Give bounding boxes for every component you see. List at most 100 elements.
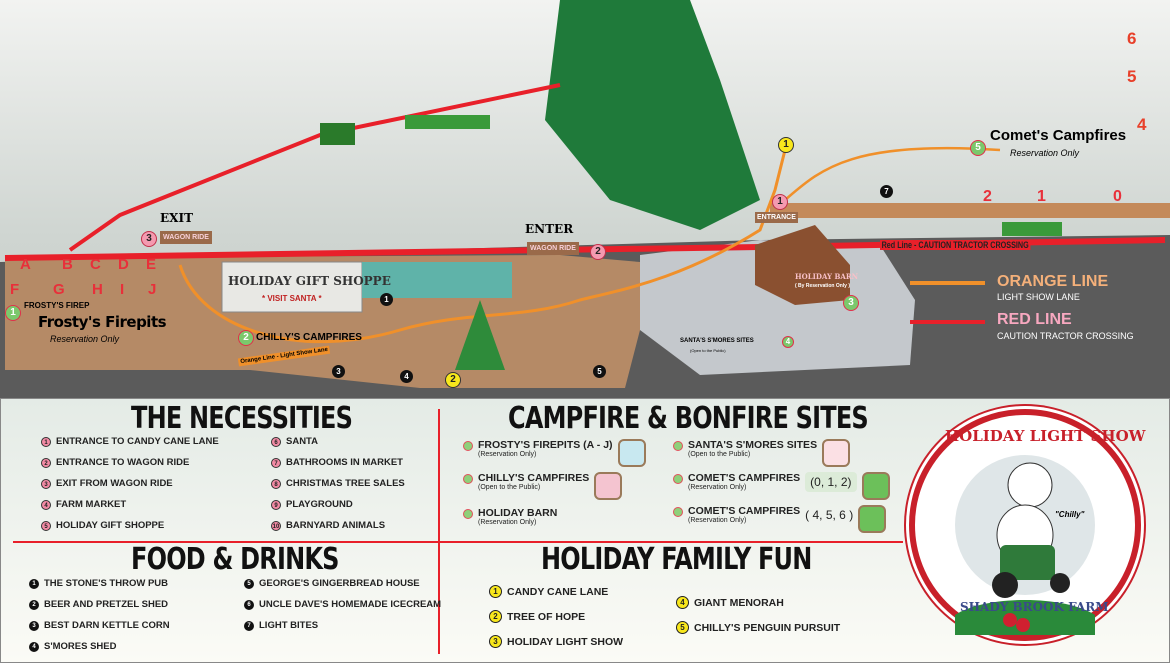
food-marker-5[interactable]: 5 <box>593 365 606 378</box>
campfire-marker-5[interactable]: 5 <box>970 140 986 156</box>
firepit-d[interactable]: D <box>118 256 129 273</box>
logo-bottom-text: SHADY BROOK FARM <box>960 600 1109 614</box>
exit-wagon-sign: WAGON RIDE <box>160 231 212 244</box>
marker-icon: 1 <box>489 585 502 598</box>
comet-badge-icon <box>858 505 887 533</box>
logo-art <box>955 455 1095 635</box>
marker-icon: 7 <box>244 620 254 631</box>
marker-icon: 3 <box>489 635 502 648</box>
campfire-title: CAMPFIRE & BONFIRE SITES <box>508 401 869 436</box>
farm-map: EXIT WAGON RIDE 3 ENTER WAGON RIDE 2 ENT… <box>0 0 1170 398</box>
campfire-item: SANTA'S S'MORES SITES(Open to the Public… <box>673 439 851 467</box>
firepit-e[interactable]: E <box>146 256 157 273</box>
marker-icon <box>463 509 473 519</box>
campfire-item: COMET'S CAMPFIRES(Reservation Only) ( 4,… <box>673 505 887 533</box>
campfire-item: CHILLY'S CAMPFIRES(Open to the Public) <box>463 472 623 500</box>
orange-line-key-sub: LIGHT SHOW LANE <box>997 292 1080 302</box>
campfire-marker-3[interactable]: 3 <box>843 295 859 311</box>
smores-label: SANTA'S S'MORES SITES <box>680 338 754 344</box>
marker-2[interactable]: 2 <box>590 244 606 260</box>
mascot-name: "Chilly" <box>1055 510 1085 519</box>
fence-strip <box>770 203 1170 218</box>
marker-1[interactable]: 1 <box>772 194 788 210</box>
campfire-marker-2[interactable]: 2 <box>238 330 254 346</box>
comet-site-2[interactable]: 2 <box>983 188 992 205</box>
firepit-g[interactable]: G <box>53 281 65 298</box>
comet-site-1[interactable]: 1 <box>1037 188 1046 205</box>
tree-of-hope <box>455 300 505 370</box>
food-marker-3[interactable]: 3 <box>332 365 345 378</box>
holiday-barn <box>755 225 850 305</box>
farm-market-building <box>362 262 512 298</box>
food-marker-4[interactable]: 4 <box>400 370 413 383</box>
comet-site-5[interactable]: 5 <box>1127 67 1137 86</box>
orange-line-comets <box>784 146 1001 201</box>
campfire-note: (Reservation Only) <box>478 519 537 526</box>
fun-title: HOLIDAY FAMILY FUN <box>541 542 812 577</box>
holiday-barn-label: HOLIDAY BARN <box>795 272 859 281</box>
marker-icon: 2 <box>41 457 51 468</box>
firepit-f[interactable]: F <box>10 281 20 298</box>
campfire-marker-4[interactable]: 4 <box>782 336 794 348</box>
firepit-a[interactable]: A <box>20 256 31 273</box>
firepit-c[interactable]: C <box>90 256 101 273</box>
firepit-i[interactable]: I <box>120 281 125 298</box>
campfire-marker-1[interactable]: 1 <box>5 305 21 321</box>
wagon-top <box>405 115 490 129</box>
marker-icon: 10 <box>271 520 281 531</box>
campfire-note: (Open to the Public) <box>478 484 541 491</box>
pine-forest <box>545 0 760 230</box>
campfire-note: (Reservation Only) <box>478 451 537 458</box>
holiday-barn-sub: ( By Reservation Only ) <box>795 283 851 289</box>
comet-site-4[interactable]: 4 <box>1137 115 1147 134</box>
food-marker-1[interactable]: 1 <box>380 293 393 306</box>
comet-sites-range: ( 4, 5, 6 ) <box>805 508 854 522</box>
marker-icon: 3 <box>41 478 51 489</box>
campfire-item: COMET'S CAMPFIRES(Reservation Only) (0, … <box>673 472 890 500</box>
fun-marker-1[interactable]: 1 <box>778 137 794 153</box>
firepit-j[interactable]: J <box>148 281 157 298</box>
orange-line-key-title: ORANGE LINE <box>997 273 1109 290</box>
food-marker-7[interactable]: 7 <box>880 185 893 198</box>
marker-icon: 7 <box>271 457 281 468</box>
comets-sub: Reservation Only <box>1010 148 1080 158</box>
fun-marker-2[interactable]: 2 <box>445 372 461 388</box>
marker-3[interactable]: 3 <box>141 231 157 247</box>
marker-icon: 3 <box>29 620 39 631</box>
frostys-firepits-sub: Reservation Only <box>50 334 120 344</box>
food-title: FOOD & DRINKS <box>131 542 339 577</box>
marker-icon: 2 <box>29 599 39 610</box>
marker-icon <box>673 507 683 517</box>
marker-icon: 1 <box>29 578 39 589</box>
firepit-h[interactable]: H <box>92 281 103 298</box>
marker-icon: 6 <box>271 436 281 447</box>
firepit-b[interactable]: B <box>62 256 73 273</box>
marker-icon: 8 <box>271 478 281 489</box>
enter-wagon-sign: WAGON RIDE <box>527 242 579 255</box>
marker-icon: 6 <box>244 599 254 610</box>
marker-icon <box>463 474 473 484</box>
marker-icon <box>673 474 683 484</box>
campfire-note: (Open to the Public) <box>688 451 751 458</box>
comet-site-6[interactable]: 6 <box>1127 29 1137 48</box>
visit-santa-label: * VISIT SANTA * <box>262 294 322 303</box>
comet-site-0[interactable]: 0 <box>1113 188 1122 205</box>
